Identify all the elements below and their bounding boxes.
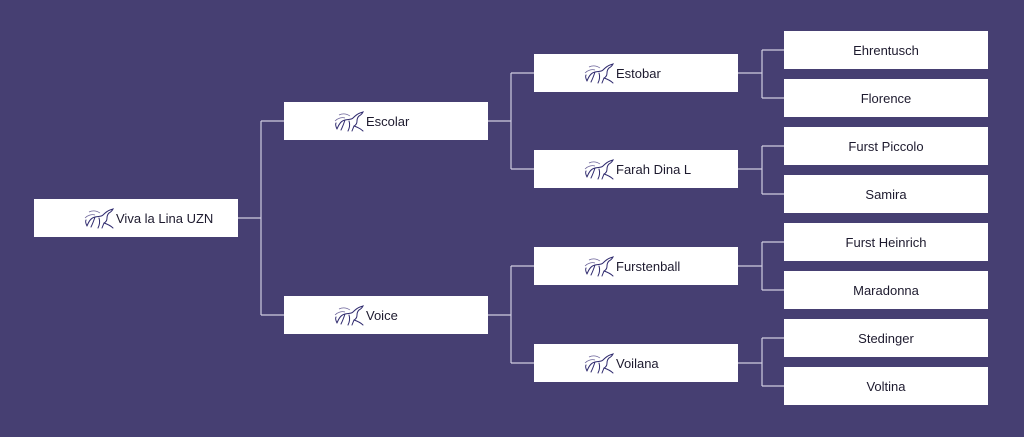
pedigree-box-grandparent[interactable]: Estobar	[534, 54, 738, 92]
pedigree-box-great-grandparent[interactable]: Samira	[784, 175, 988, 213]
sire-name: Escolar	[366, 113, 410, 129]
horse-logo-icon	[584, 63, 614, 84]
pedigree-box-grandparent[interactable]: Voilana	[534, 344, 738, 382]
pedigree-box-grandparent[interactable]: Furstenball	[534, 247, 738, 285]
connector-voice	[488, 265, 534, 364]
pedigree-box-great-grandparent[interactable]: Maradonna	[784, 271, 988, 309]
pedigree-box-great-grandparent[interactable]: Voltina	[784, 367, 988, 405]
pedigree-box-great-grandparent[interactable]: Ehrentusch	[784, 31, 988, 69]
horse-logo-icon	[84, 208, 114, 229]
connector-farah	[738, 145, 784, 195]
grandparent-name: Farah Dina L	[616, 161, 692, 177]
great-grandparent-name: Voltina	[866, 378, 906, 394]
grandparent-name: Furstenball	[616, 258, 681, 274]
dam-name: Voice	[366, 307, 398, 323]
great-grandparent-name: Ehrentusch	[853, 42, 919, 58]
pedigree-box-dam[interactable]: Voice	[284, 296, 488, 334]
great-grandparent-name: Florence	[860, 90, 912, 106]
great-grandparent-name: Stedinger	[858, 330, 914, 346]
great-grandparent-name: Furst Heinrich	[845, 234, 927, 250]
pedigree-box-great-grandparent[interactable]: Furst Piccolo	[784, 127, 988, 165]
connector-subject-parents	[238, 120, 284, 316]
horse-logo-icon	[334, 111, 364, 132]
connector-furstenball	[738, 241, 784, 291]
grandparent-name: Estobar	[616, 65, 661, 81]
horse-logo-icon	[584, 353, 614, 374]
pedigree-box-great-grandparent[interactable]: Stedinger	[784, 319, 988, 357]
horse-logo-icon	[584, 159, 614, 180]
horse-logo-icon	[334, 305, 364, 326]
pedigree-box-subject[interactable]: Viva la Lina UZN	[34, 199, 238, 237]
pedigree-box-great-grandparent[interactable]: Furst Heinrich	[784, 223, 988, 261]
pedigree-box-great-grandparent[interactable]: Florence	[784, 79, 988, 117]
great-grandparent-name: Maradonna	[853, 282, 919, 298]
connector-escolar	[488, 72, 534, 170]
pedigree-box-sire[interactable]: Escolar	[284, 102, 488, 140]
great-grandparent-name: Samira	[865, 186, 907, 202]
subject-name: Viva la Lina UZN	[116, 210, 214, 226]
pedigree-box-grandparent[interactable]: Farah Dina L	[534, 150, 738, 188]
great-grandparent-name: Furst Piccolo	[848, 138, 924, 154]
connector-voilana	[738, 337, 784, 387]
grandparent-name: Voilana	[616, 355, 659, 371]
connector-estobar	[738, 49, 784, 99]
horse-logo-icon	[584, 256, 614, 277]
